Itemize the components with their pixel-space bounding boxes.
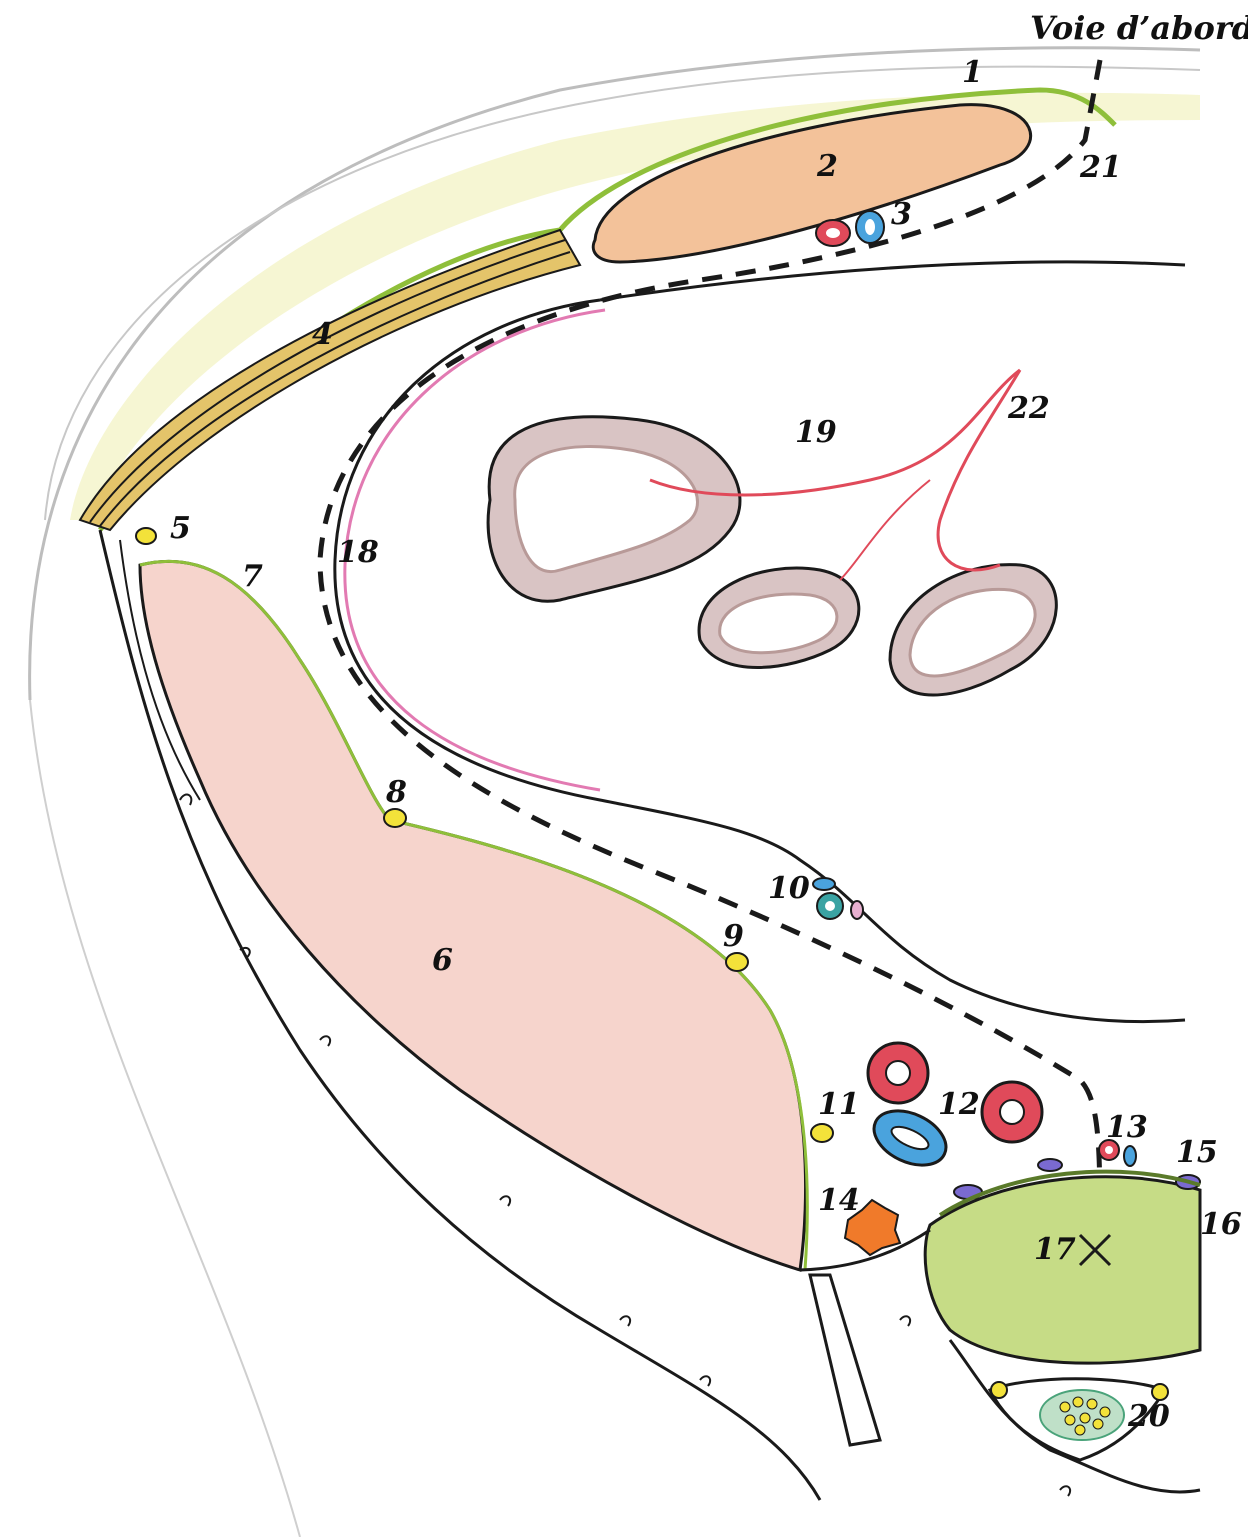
approach-title: Voie d’abord [1030,12,1248,44]
label-16: 16 [1200,1210,1242,1240]
epigastric-vein-lumen [865,219,875,235]
gonadal-vein [813,878,835,890]
sympathetic-ganglion-2 [1038,1159,1062,1171]
label-20: 20 [1128,1402,1170,1432]
intervertebral-disc [810,1275,880,1445]
epigastric-artery-lumen [826,228,840,238]
label-12: 12 [938,1090,980,1120]
nerve-11 [811,1124,833,1142]
label-11: 11 [818,1090,860,1120]
label-6: 6 [432,946,453,976]
gonadal-artery [851,901,863,919]
label-9: 9 [723,922,744,952]
label-2: 2 [817,152,838,182]
label-13: 13 [1106,1113,1148,1143]
nerve-root-left [991,1382,1007,1398]
label-8: 8 [386,778,407,808]
vertebral-body [925,1177,1200,1363]
psoas-muscle [140,561,806,1270]
label-19: 19 [795,418,837,448]
lumbar-vein [1124,1146,1136,1166]
label-10: 10 [768,874,810,904]
nerve-9 [726,953,748,971]
nerve-8 [384,809,406,827]
label-18: 18 [337,538,379,568]
nerve-5 [136,528,156,544]
label-3: 3 [891,200,912,230]
label-17: 17 [1034,1235,1076,1265]
label-5: 5 [170,514,191,544]
label-14: 14 [818,1186,860,1216]
label-4: 4 [312,320,333,350]
label-7: 7 [242,562,263,592]
label-15: 15 [1176,1138,1218,1168]
label-21: 21 [1080,153,1122,183]
nerve-root-right [1152,1384,1168,1400]
label-22: 22 [1008,394,1050,424]
label-1: 1 [962,58,983,88]
